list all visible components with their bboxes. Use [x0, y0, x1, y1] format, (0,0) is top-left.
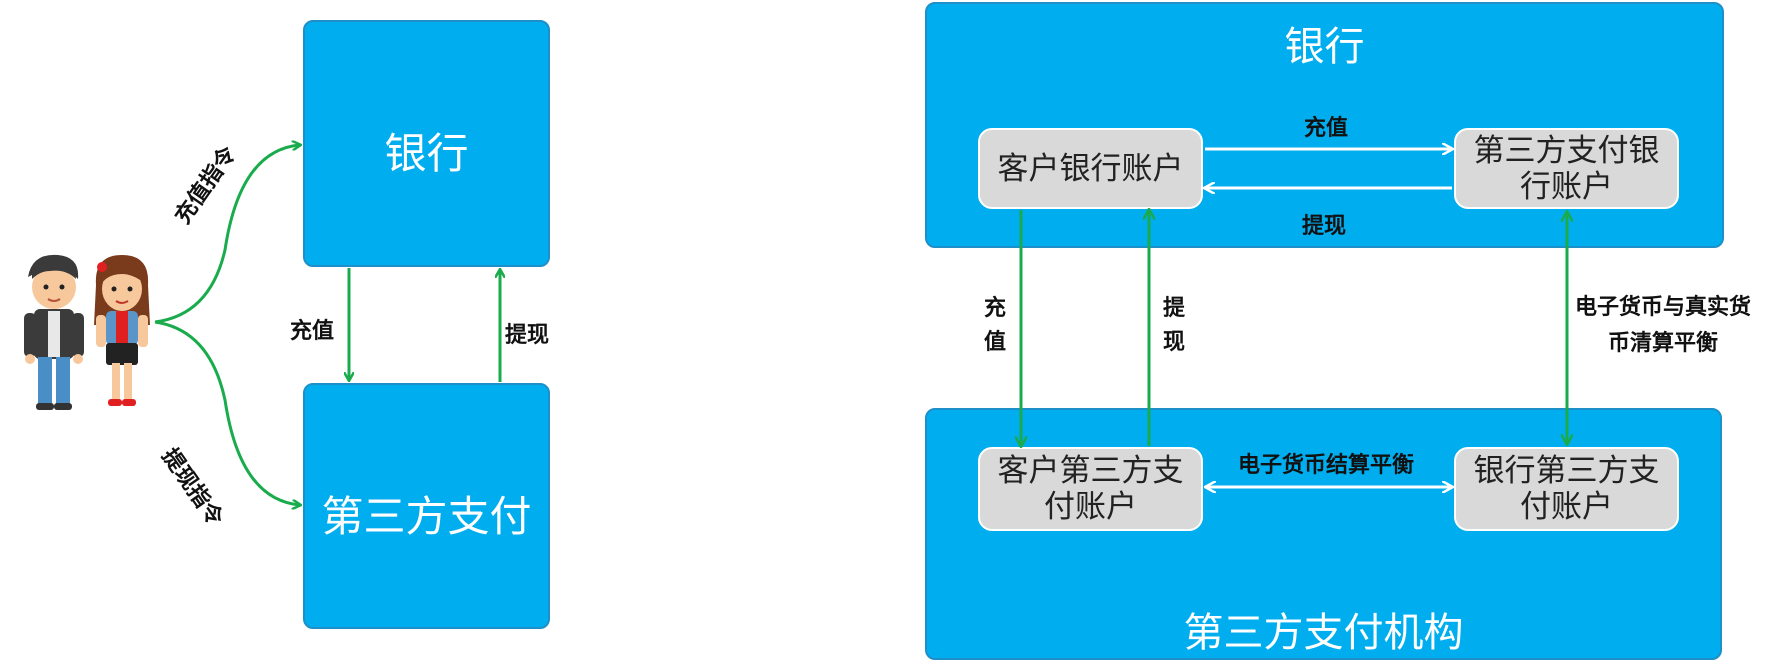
third-party-payment-title: 第三方支付: [321, 492, 532, 541]
boy-icon: [24, 254, 84, 410]
bank-tp-line1: 银行第三方支: [1473, 453, 1660, 489]
customer-tp-line2: 付账户: [1044, 489, 1137, 525]
customer-bank-account: 客户银行账户: [978, 128, 1203, 209]
tp-bank-account-line2: 行账户: [1520, 168, 1613, 205]
withdraw-label: 提现: [505, 323, 550, 348]
bank-title: 银行: [384, 129, 469, 178]
users-illustration: [24, 254, 150, 410]
third-party-payment-box: 第三方支付: [303, 383, 550, 629]
left-arrows: [154, 0, 620, 664]
third-party-bank-account: 第三方支付银 行账户: [1454, 128, 1679, 209]
bank-tp-line2: 付账户: [1520, 489, 1613, 525]
recharge-v-label: 充 值: [983, 296, 1006, 355]
withdraw-v-label: 提 现: [1162, 296, 1185, 355]
bank-box: 银行: [303, 20, 550, 267]
recharge-command-arrow: [154, 145, 300, 324]
recharge-h-label: 充值: [1304, 116, 1349, 141]
tp-bank-account-line1: 第三方支付银: [1473, 132, 1660, 169]
institution-title: 第三方支付机构: [1183, 610, 1464, 656]
recharge-label: 充值: [290, 319, 335, 344]
bank-container-title: 银行: [1284, 24, 1365, 70]
customer-third-party-account: 客户第三方支 付账户: [978, 447, 1203, 531]
bank-third-party-account: 银行第三方支 付账户: [1454, 447, 1679, 531]
withdraw-h-label: 提现: [1302, 214, 1347, 239]
balance-label: 电子货币与真实货 币清算平衡: [1575, 295, 1752, 356]
withdraw-command-arrow: [154, 320, 300, 505]
settle-label: 电子货币结算平衡: [1238, 453, 1415, 478]
girl-icon: [94, 255, 150, 406]
customer-tp-line1: 客户第三方支: [997, 453, 1184, 489]
